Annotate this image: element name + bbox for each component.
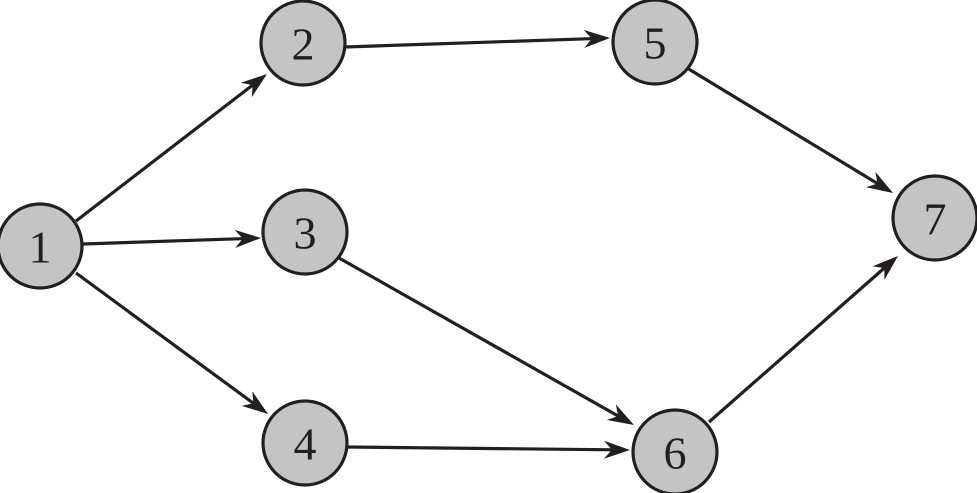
graph-node-2[interactable]: 2 — [259, 0, 347, 87]
node-label: 4 — [294, 419, 317, 470]
node-label: 5 — [644, 18, 667, 69]
arrowhead-icon — [872, 256, 898, 280]
node-circle[interactable] — [261, 399, 349, 487]
node-circle[interactable] — [261, 188, 349, 276]
graph-node-6[interactable]: 6 — [631, 408, 719, 493]
arrowhead-icon — [583, 29, 610, 48]
arrowhead-icon — [606, 404, 634, 425]
edge-6-to-7 — [707, 256, 898, 424]
node-circle[interactable] — [631, 408, 719, 493]
edges-layer — [75, 29, 898, 459]
edge-line — [75, 82, 256, 223]
edge-line — [82, 236, 245, 246]
edge-line — [338, 256, 621, 419]
edge-line — [75, 271, 256, 406]
edge-1-to-3 — [82, 229, 261, 248]
graph-node-1[interactable]: 1 — [0, 202, 84, 290]
graph-node-3[interactable]: 3 — [261, 188, 349, 276]
arrowhead-icon — [603, 440, 630, 459]
edge-4-to-6 — [347, 440, 630, 459]
edge-5-to-7 — [686, 66, 893, 193]
node-circle[interactable] — [611, 0, 699, 86]
edge-1-to-2 — [75, 74, 267, 223]
node-label: 1 — [29, 222, 52, 273]
graph-node-5[interactable]: 5 — [611, 0, 699, 86]
node-label: 3 — [294, 208, 317, 259]
node-label: 7 — [924, 194, 947, 245]
edge-3-to-6 — [338, 256, 634, 425]
edge-2-to-5 — [344, 29, 610, 49]
edge-1-to-4 — [75, 271, 268, 414]
node-circle[interactable] — [259, 0, 347, 87]
node-circle[interactable] — [891, 174, 977, 262]
graph-node-7[interactable]: 7 — [891, 174, 977, 262]
edge-line — [686, 66, 881, 187]
node-label: 2 — [292, 19, 315, 70]
node-label: 6 — [664, 428, 687, 479]
arrowhead-icon — [866, 171, 893, 193]
arrowhead-icon — [241, 391, 268, 414]
arrowhead-icon — [240, 74, 267, 97]
edge-line — [344, 36, 594, 49]
arrowhead-icon — [234, 229, 261, 248]
edge-line — [347, 445, 614, 452]
edge-line — [707, 265, 887, 424]
node-circle[interactable] — [0, 202, 84, 290]
graph-node-4[interactable]: 4 — [261, 399, 349, 487]
